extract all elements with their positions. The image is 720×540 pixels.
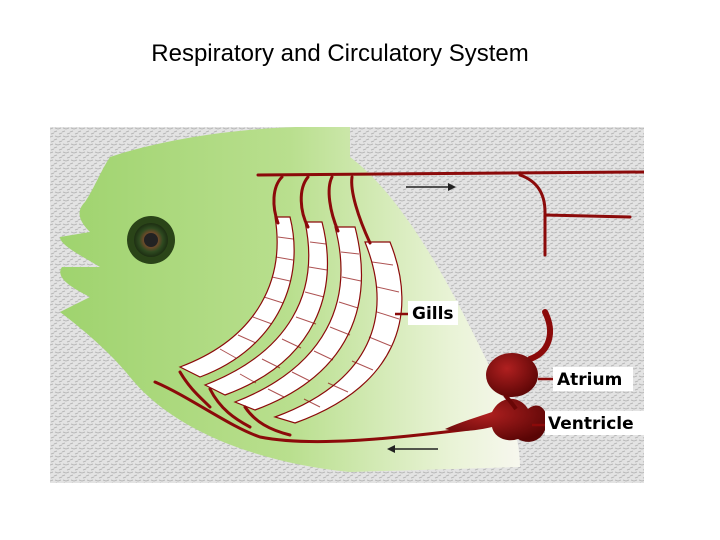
label-gills-text: Gills (412, 304, 454, 324)
fish-circulation-diagram: Gills Atrium Ventricle (50, 127, 644, 483)
flow-arrow-right-icon (406, 183, 456, 191)
label-atrium: Atrium (553, 367, 633, 391)
label-gills: Gills (408, 301, 458, 325)
blood-vessels (153, 170, 644, 444)
gill-filaments (178, 216, 403, 424)
fish-body (60, 127, 520, 472)
label-atrium-text: Atrium (557, 370, 622, 390)
atrium-chamber (486, 353, 538, 397)
eye-icon (127, 216, 175, 264)
label-ventricle: Ventricle (545, 411, 644, 435)
label-ventricle-text: Ventricle (548, 414, 634, 434)
heart (445, 309, 553, 442)
flow-arrow-left-icon (387, 445, 438, 453)
label-leaders (395, 312, 555, 427)
gill-filament-lines (219, 236, 400, 408)
ventricle-chamber (445, 398, 547, 442)
slide-title: Respiratory and Circulatory System (151, 40, 529, 67)
